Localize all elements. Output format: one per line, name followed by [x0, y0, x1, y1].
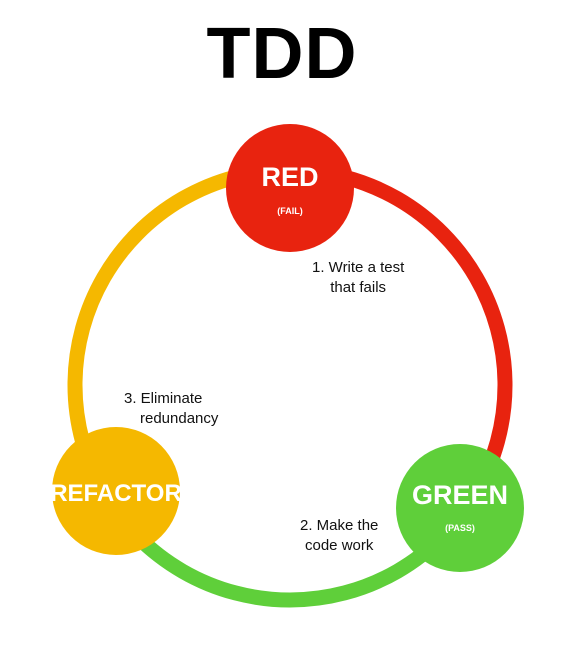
- step-make-work-line2: code work: [305, 537, 374, 554]
- step-make-work-line1: 2. Make the: [300, 517, 379, 534]
- step-write-test-line1: 1. Write a test: [312, 259, 405, 276]
- green-pass-node: GREEN (PASS): [396, 444, 524, 572]
- arc-red-to-green: [282, 162, 513, 500]
- step-eliminate-line2: redundancy: [140, 410, 219, 427]
- step-write-test: 1. Write a test that fails: [312, 258, 404, 298]
- arc-refactor-to-red: [67, 162, 298, 500]
- diagram-title: TDD: [206, 14, 358, 94]
- step-eliminate-line1: 3. Eliminate: [124, 390, 203, 407]
- red-node-sublabel: (FAIL): [277, 206, 303, 216]
- step-make-work: 2. Make the code work: [300, 516, 378, 556]
- refactor-node-label: REFACTOR: [50, 480, 182, 507]
- step-write-test-line2: that fails: [330, 279, 387, 296]
- green-node-label: GREEN: [412, 480, 508, 510]
- green-node-sublabel: (PASS): [445, 523, 475, 533]
- step-eliminate: 3. Eliminate redundancy: [124, 389, 218, 429]
- red-node-label: RED: [261, 162, 318, 192]
- refactor-node: REFACTOR: [50, 427, 182, 555]
- red-fail-node: RED (FAIL): [226, 124, 354, 252]
